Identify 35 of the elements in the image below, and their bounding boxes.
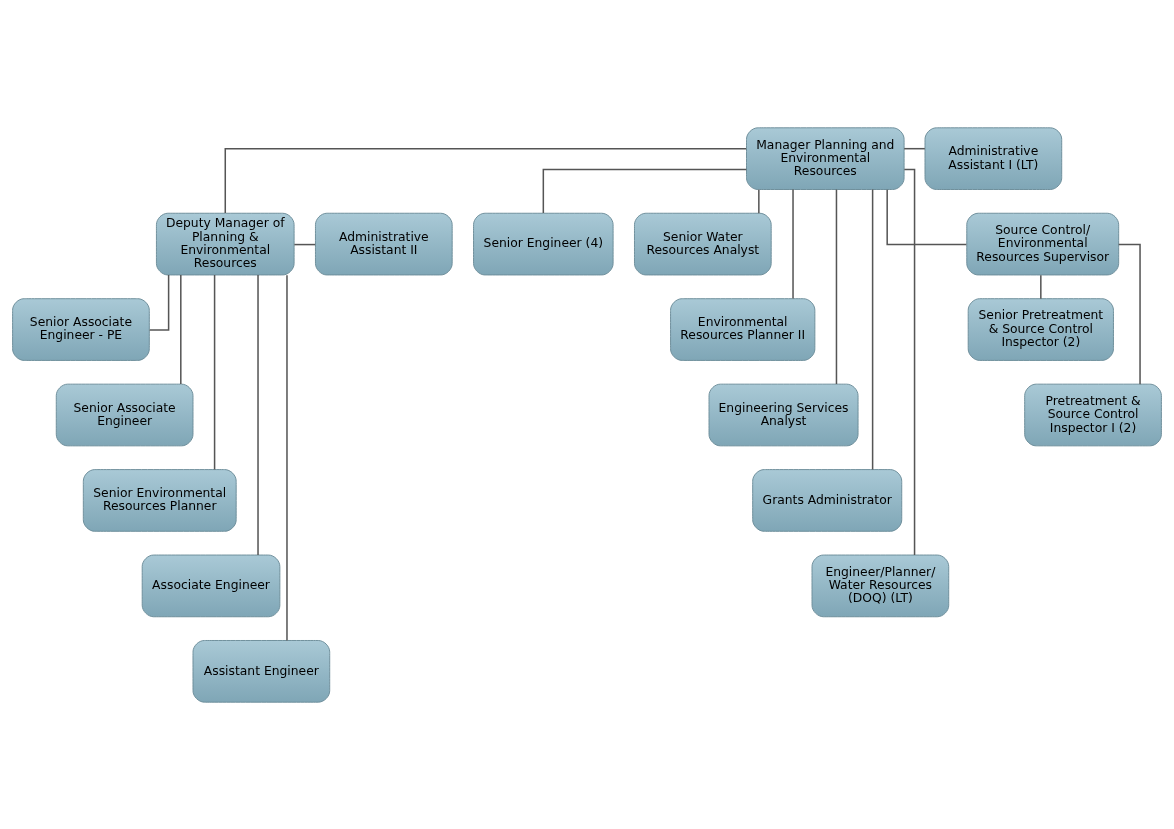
- node-box: Manager Planning and Environmental Resources: [746, 126, 905, 190]
- connector: [886, 188, 968, 245]
- node-box: Pretreatment & Source Control Inspector I (2): [1024, 383, 1162, 446]
- node-box: Source Control/ Environmental Resources Supervisor: [966, 212, 1120, 275]
- connector: [224, 147, 747, 214]
- node-box: Engineering Services Analyst: [708, 383, 859, 446]
- node-box: Environmental Resources Planner II: [670, 297, 816, 361]
- connector: [180, 273, 182, 385]
- connector: [835, 188, 838, 385]
- connector: [542, 168, 748, 214]
- node-box: Senior Engineer (4): [473, 212, 614, 275]
- connector: [293, 243, 316, 245]
- connector: [1040, 273, 1042, 299]
- node-box: Engineer/Planner/ Water Resources (DOQ) (LT): [811, 554, 950, 617]
- node-box: Associate Engineer: [141, 554, 281, 617]
- connector: [758, 188, 760, 214]
- connector: [903, 168, 916, 556]
- connector: [871, 188, 874, 470]
- node-box: Grants Administrator: [752, 468, 903, 532]
- node-box: Senior Associate Engineer: [55, 383, 194, 446]
- connector: [286, 273, 288, 641]
- node-box: Senior Pretreatment & Source Control Inspector (2): [967, 297, 1114, 361]
- node-box: Administrative Assistant I (LT): [924, 126, 1063, 190]
- node-box: Administrative Assistant II: [315, 212, 453, 275]
- node-box: Senior Water Resources Analyst: [634, 212, 772, 275]
- node-box: Deputy Manager of Planning & Environmental Resources: [155, 212, 295, 275]
- connector: [1117, 243, 1141, 385]
- node-box: Senior Environmental Resources Planner: [82, 468, 237, 532]
- node-box: Assistant Engineer: [192, 639, 331, 703]
- connector: [903, 147, 926, 149]
- connector: [257, 273, 259, 556]
- node-box: Senior Associate Engineer - PE: [12, 297, 150, 361]
- connector: [148, 273, 170, 331]
- connector: [792, 188, 794, 299]
- connector: [213, 273, 216, 470]
